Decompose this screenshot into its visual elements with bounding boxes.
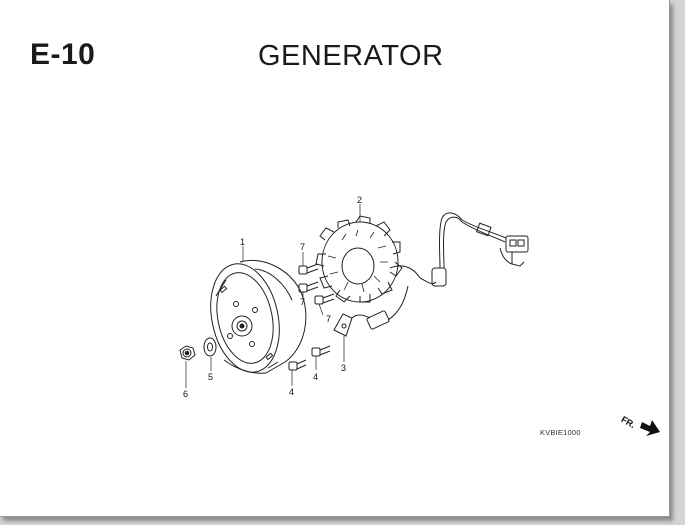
callout-1: 1 bbox=[240, 237, 245, 247]
washer-part bbox=[203, 337, 217, 371]
callout-7-lower: 7 bbox=[326, 314, 331, 324]
stator-bolt-upper bbox=[298, 252, 319, 275]
page-title: GENERATOR bbox=[258, 40, 444, 72]
catalog-page: E-10 GENERATOR bbox=[0, 0, 670, 517]
callout-2: 2 bbox=[357, 195, 362, 205]
callout-3: 3 bbox=[341, 363, 346, 373]
callout-4-left: 4 bbox=[289, 387, 294, 397]
callout-7-top: 7 bbox=[300, 242, 305, 252]
generator-exploded-diagram: FR. 1 2 3 4 4 5 6 7 7 7 bbox=[179, 195, 660, 436]
callout-7-middle: 7 bbox=[300, 297, 305, 307]
stator-bolt-middle bbox=[298, 281, 319, 298]
callout-4-right: 4 bbox=[313, 372, 318, 382]
callout-6: 6 bbox=[183, 389, 188, 399]
drawing-code: KVBIE1000 bbox=[540, 428, 581, 437]
wire-harness-part bbox=[387, 212, 529, 321]
stator-part bbox=[315, 215, 421, 303]
callout-5: 5 bbox=[208, 372, 213, 382]
section-code: E-10 bbox=[30, 38, 96, 71]
front-direction-arrow bbox=[640, 420, 660, 436]
stator-bolt-lower bbox=[314, 293, 335, 316]
front-direction-label: FR. bbox=[619, 414, 637, 430]
pulse-bolt-left bbox=[288, 359, 307, 386]
flywheel-part bbox=[210, 260, 307, 374]
pulse-bolt-right bbox=[311, 345, 331, 370]
nut-part bbox=[179, 345, 196, 388]
pulse-generator-part bbox=[333, 310, 390, 362]
